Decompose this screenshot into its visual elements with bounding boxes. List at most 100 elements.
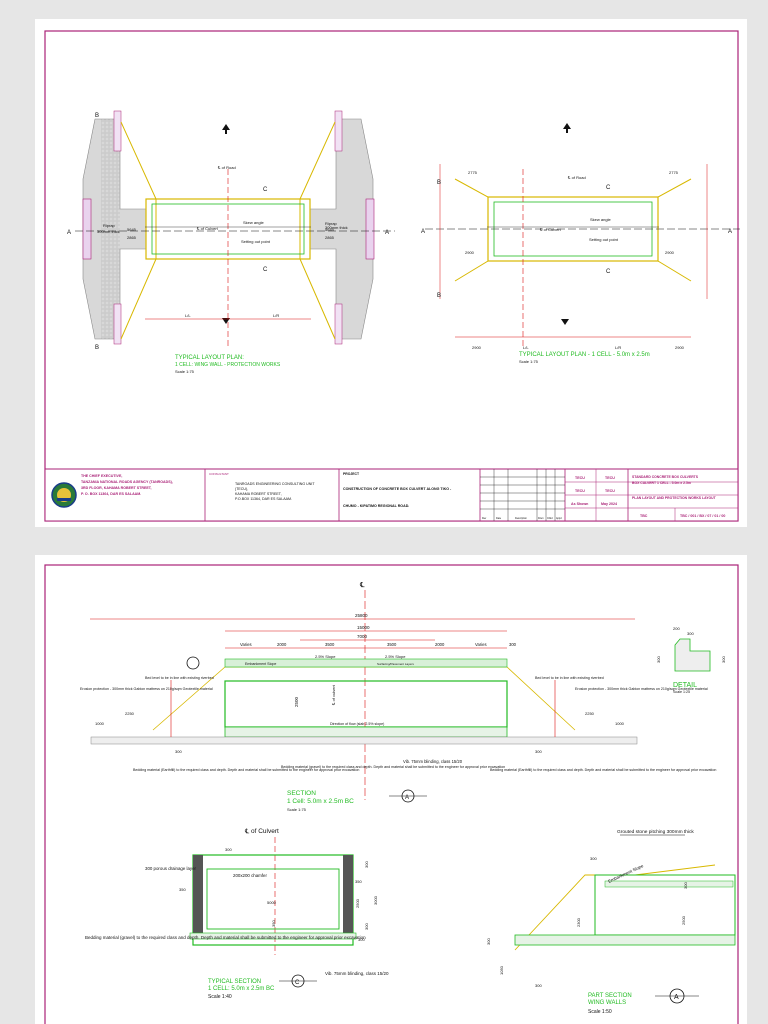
embankment-slope-label: Embankment Slope: [245, 662, 276, 666]
dim-varies-right: Varies: [475, 642, 487, 647]
left-plan-scale: Scale 1:75: [175, 369, 195, 374]
drawing-sheet-2: ℄ 25800 15000 7000 Varies 2000 3500 3500…: [35, 555, 747, 1024]
dim-side-1: 1000: [95, 721, 105, 726]
dim-left-2: 2865: [127, 235, 137, 240]
part-section-scale: Scale 1:50: [588, 1009, 612, 1015]
rev-col-drwn: Drwn: [538, 517, 544, 520]
typical-dim-4: 5000: [267, 900, 277, 905]
project-line-2: CHUMO - KIPATIMO REGIONAL ROAD.: [343, 504, 409, 508]
typical-dim-10: 300: [358, 937, 365, 942]
dim-right-plan-3: 2900: [465, 250, 475, 255]
dim-side-300-left: 300: [175, 749, 182, 754]
culvert-centerline-label: ℄ of Culvert: [196, 226, 219, 231]
part-section-subtitle: WING WALLS: [588, 1000, 626, 1006]
typical-section-header: ℄ of Culvert: [244, 828, 279, 835]
dim-right-plan-5: 2900: [472, 345, 482, 350]
typical-box-inner: [206, 868, 340, 930]
typical-dim-2: 300: [225, 847, 232, 852]
dim-carriage: 7000: [357, 634, 368, 639]
section-b-top-left: B: [95, 113, 99, 119]
typical-dim-5: 300: [364, 861, 369, 868]
bed-level-note-right: Bed level to be in line with existing ri…: [535, 676, 604, 680]
sheet-1-canvas: ℄ of Road ℄ of Culvert Skew angle Settin…: [44, 30, 740, 522]
part-dim-4: 300: [486, 938, 491, 945]
dim-side-3: 1000: [615, 721, 625, 726]
bed-level-note-left: Bed level to be in line with existing ri…: [145, 676, 214, 680]
culvert-centerline-label-right: ℄ of Culvert: [539, 227, 562, 232]
section-a-right: A: [385, 230, 389, 236]
rev-col-appd: Appd: [556, 517, 562, 520]
pitching-note: Grouted stone pitching 300mm thick: [617, 829, 694, 835]
blinding-note-section: Vib. 75mm blinding, class 15/20: [403, 759, 463, 764]
typical-dim-6: 300: [364, 923, 369, 930]
bedding-note-right: Bedding material (Earthfill) to the requ…: [490, 768, 716, 772]
rev-col-chkd: Chkd: [547, 517, 553, 520]
riprap-size-left: 300mm thick: [97, 229, 120, 234]
title-block: THE CHIEF EXECUTIVE, TANZANIA NATIONAL R…: [44, 468, 739, 522]
typical-bedding-note: Bedding material (gravel) to the require…: [85, 935, 366, 940]
dim-r-right: L/R: [615, 345, 621, 350]
part-dim-5: 1050: [499, 965, 504, 975]
right-plan-title: TYPICAL LAYOUT PLAN - 1 CELL - 5.0m x 2.…: [519, 352, 650, 358]
drawing-title-1: STANDARD CONCRETE BOX CULVERTS: [632, 475, 699, 479]
dim-right-plan-6: 2900: [675, 345, 685, 350]
section-title: SECTION: [287, 790, 316, 797]
erosion-note-left: Erosion protection - 300mm thick Gabion …: [80, 687, 213, 691]
consultant-line-1: TANROADS ENGINEERING CONSULTING UNIT: [235, 482, 315, 486]
dim-r-left: L/R: [273, 313, 279, 318]
left-layout-plan: ℄ of Road ℄ of Culvert Skew angle Settin…: [67, 110, 395, 374]
north-arrow-right: [561, 123, 571, 325]
dim-side-4: 2250: [585, 711, 595, 716]
client-line-1: THE CHIEF EXECUTIVE,: [81, 474, 122, 478]
designed-by: TECU: [575, 476, 585, 480]
dim-height: 2500: [294, 696, 299, 707]
detail-title: DETAIL: [673, 682, 697, 689]
date-value: May 2024: [601, 502, 617, 506]
road-centerline-label-right: ℄ of Road: [567, 175, 586, 180]
part-dim-2: 2500: [681, 915, 686, 925]
section-a-left-right-plan: A: [421, 229, 425, 235]
drawing-title-3: PLAN LAYOUT AND PROTECTION WORKS LAYOUT: [632, 496, 717, 500]
part-dim-7: 300: [683, 882, 688, 889]
consultant-header: CONSULTANT: [209, 472, 229, 476]
part-dim-1: 300: [590, 856, 597, 861]
client-line-4: P. O. BOX 11364, DAR ES SALAAM.: [81, 492, 141, 496]
setting-out-label-right: Setting out point: [589, 237, 619, 242]
right-plan-scale: Scale 1:75: [519, 359, 539, 364]
part-section-wing-walls: Grouted stone pitching 300mm thick Emban…: [486, 829, 736, 1015]
typical-section: ℄ of Culvert 300 porous drainage layer 2…: [85, 828, 389, 1000]
left-plan-title: TYPICAL LAYOUT PLAN:: [175, 355, 244, 361]
client-line-2: TANZANIA NATIONAL ROADS AGENCY (TANROADS…: [81, 480, 173, 484]
dim-3500-left: 3500: [325, 642, 335, 647]
typical-dim-3: 350: [355, 879, 362, 884]
checked-by: TECU: [575, 489, 585, 493]
typical-dim-9: 350: [271, 920, 276, 927]
typical-dim-1: 350: [179, 887, 186, 892]
dim-right-plan-2: 2775: [669, 170, 679, 175]
consultant-line-4: P.O.BOX 11364, DAR ES SALAAM.: [235, 497, 292, 501]
skew-angle-label-right: Skew angle: [590, 217, 611, 222]
dim-side-300-right: 300: [535, 749, 542, 754]
riprap-size-right: 300mm thick: [325, 225, 348, 230]
setting-out-label: Setting out point: [241, 239, 271, 244]
section-c-top-left: C: [263, 187, 268, 193]
dim-l-right: L/L: [523, 345, 529, 350]
detail-dim-1: 200: [673, 626, 680, 631]
consultant-line-2: (TECU),: [235, 487, 248, 491]
dim-right-plan-4: 2900: [665, 250, 675, 255]
detail-scale: Scale 1:25: [673, 690, 690, 694]
dim-varies-left: Varies: [240, 642, 252, 647]
drawing-sheet-1: ℄ of Road ℄ of Culvert Skew angle Settin…: [35, 19, 747, 527]
left-plan-subtitle: 1 CELL: WING WALL - PROTECTION WORKS: [175, 362, 281, 368]
part-dim-6: 300: [535, 983, 542, 988]
flow-direction-label: Direction of flow (slab 2.5% slope): [330, 722, 384, 726]
pavement-layers-label: Surfacing/Pavement Layers: [377, 662, 414, 666]
dim-road-width: 15000: [357, 625, 370, 630]
approved-by: TECU: [605, 489, 615, 493]
section-b-top-right: B: [437, 180, 441, 186]
dim-overall: 25800: [355, 613, 368, 618]
drawing-title-2: BOX CULVERT 1 CELL - 5.0m x 2.5m: [632, 481, 691, 485]
section-a-right-right-plan: A: [728, 229, 732, 235]
dim-right-1: 5645: [325, 227, 335, 232]
rev-col-rev: Rev: [482, 517, 487, 520]
